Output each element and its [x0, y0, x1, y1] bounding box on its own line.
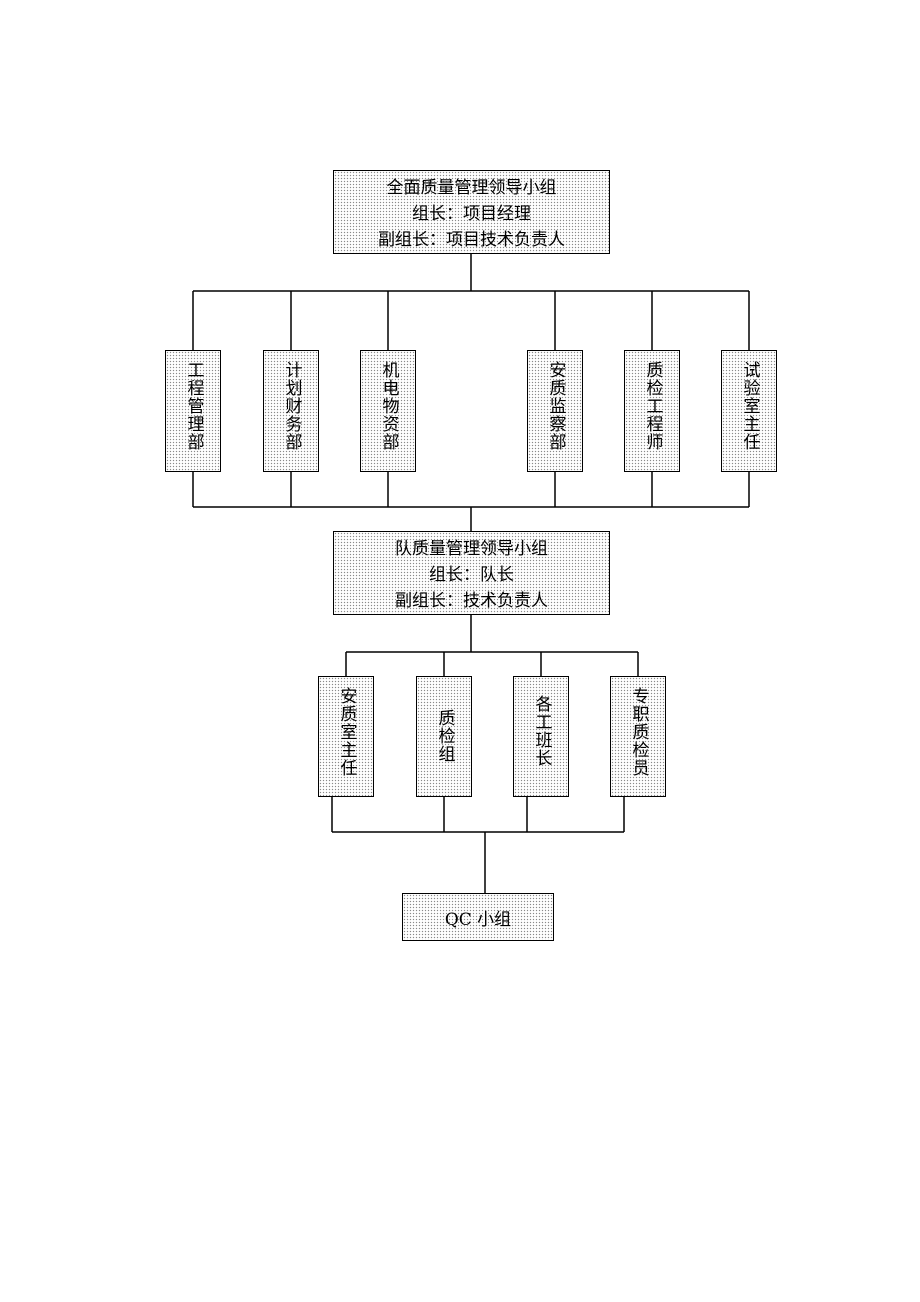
dept-label: 工程管理部 [183, 361, 204, 451]
unit-label: 质检组 [434, 709, 455, 763]
top-quality-group-box: 全面质量管理领导小组 组长：项目经理 副组长：项目技术负责人 [333, 170, 610, 254]
dept-planning-finance-box: 计划财务部 [263, 350, 319, 472]
dept-label: 试验室主任 [739, 361, 760, 451]
qc-group-label: QC 小组 [444, 909, 512, 930]
dept-lab-director-box: 试验室主任 [721, 350, 777, 472]
dept-mech-materials-box: 机电物资部 [360, 350, 416, 472]
team-group-title: 队质量管理领导小组 [395, 539, 548, 559]
unit-quality-inspection-box: 质检组 [416, 676, 472, 797]
team-group-deputy: 副组长：技术负责人 [395, 591, 548, 611]
dept-quality-engineer-box: 质检工程师 [624, 350, 680, 472]
unit-safety-office-box: 安质室主任 [318, 676, 374, 797]
top-group-title: 全面质量管理领导小组 [386, 178, 557, 198]
dept-label: 安质监察部 [545, 361, 566, 451]
dept-label: 机电物资部 [378, 361, 399, 451]
unit-label: 专职质检员 [628, 687, 649, 777]
top-group-leader: 组长：项目经理 [412, 204, 531, 224]
unit-full-time-inspector-box: 专职质检员 [610, 676, 666, 797]
team-group-leader: 组长：队长 [429, 565, 514, 585]
dept-label: 质检工程师 [642, 361, 663, 451]
unit-label: 各工班长 [531, 695, 552, 767]
qc-group-box: QC 小组 [402, 893, 554, 941]
top-group-deputy: 副组长：项目技术负责人 [378, 230, 565, 250]
unit-crew-leaders-box: 各工班长 [513, 676, 569, 797]
unit-label: 安质室主任 [336, 687, 357, 777]
dept-engineering-box: 工程管理部 [165, 350, 221, 472]
dept-label: 计划财务部 [281, 361, 302, 451]
dept-safety-quality-box: 安质监察部 [527, 350, 583, 472]
team-quality-group-box: 队质量管理领导小组 组长：队长 副组长：技术负责人 [333, 531, 610, 615]
